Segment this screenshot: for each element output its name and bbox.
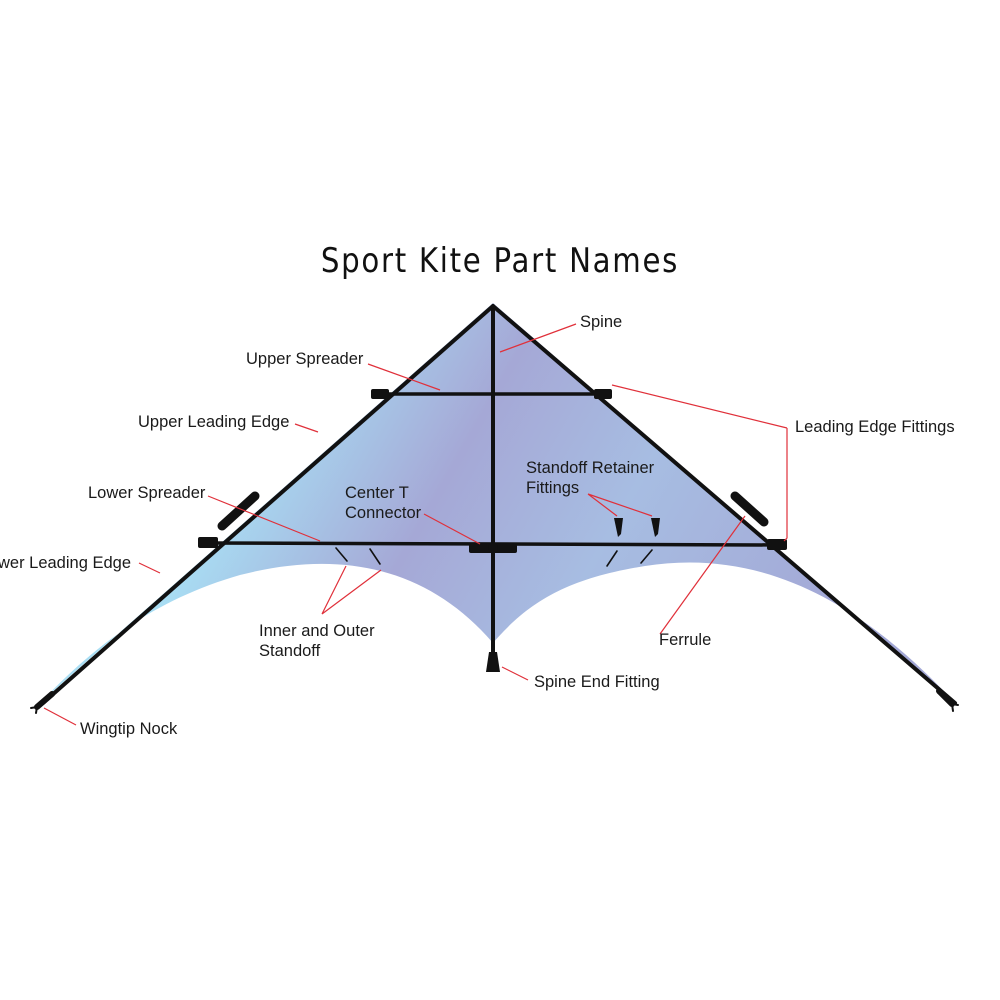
wingtip-nock-left: [34, 691, 55, 710]
leader-leading-edge-fittings: [611, 384, 788, 542]
left-leading-edge: [41, 304, 495, 705]
leader-standoff-retainer: [587, 493, 653, 517]
label-center-t-line-2: Connector: [345, 504, 422, 522]
center-t-hub: [488, 543, 498, 553]
inner-standoff-right: [606, 550, 618, 567]
label-spine-end-fitting: Spine End Fitting: [534, 673, 660, 691]
label-center-t-line-1: Center T: [345, 484, 409, 502]
kite-sail: [43, 303, 955, 703]
leading-edge-fitting-upper-left: [371, 389, 389, 399]
label-inner-outer-standoff: Inner and Outer Standoff: [259, 622, 379, 660]
inner-standoff-left: [335, 547, 348, 562]
label-standoff-retainer-line-1: Standoff Retainer: [526, 459, 655, 477]
label-upper-spreader: Upper Spreader: [246, 350, 364, 368]
label-upper-leading-edge: Upper Leading Edge: [138, 413, 289, 431]
label-ferrule: Ferrule: [659, 631, 711, 649]
leading-edge-fitting-lower-left: [198, 537, 218, 548]
leader-lower-spreader: [207, 495, 321, 542]
outer-standoff-left: [369, 548, 381, 565]
wingtip-nock-left-tip: [30, 706, 38, 714]
outer-standoff-right: [640, 549, 653, 564]
label-leading-edge-fittings: Leading Edge Fittings: [795, 418, 955, 436]
leader-lines: [43, 323, 788, 726]
wingtip-nock-right: [936, 688, 955, 707]
leader-spine: [499, 323, 577, 353]
label-lower-leading-edge: Lower Leading Edge: [0, 554, 131, 572]
label-standoff-line-1: Inner and Outer: [259, 622, 375, 640]
leading-edge-fitting-lower-right: [767, 539, 787, 550]
label-center-t-connector: Center T Connector: [345, 484, 422, 522]
leader-ferrule: [659, 515, 746, 635]
leader-wingtip-nock: [43, 707, 77, 726]
right-leading-edge: [491, 304, 957, 705]
ferrule-right: [730, 491, 769, 527]
label-spine: Spine: [580, 313, 622, 331]
leader-standoff: [321, 565, 382, 615]
ferrule-left: [217, 491, 260, 531]
label-lower-spreader: Lower Spreader: [88, 484, 206, 502]
standoff-retainer-fitting-left: [614, 518, 623, 537]
spine-end-fitting: [486, 652, 500, 672]
leader-lower-leading-edge: [138, 562, 161, 574]
leading-edge-fitting-upper-right: [594, 389, 612, 399]
diagram-title: Sport Kite Part Names: [321, 242, 679, 281]
label-wingtip-nock: Wingtip Nock: [80, 720, 178, 738]
label-standoff-line-2: Standoff: [259, 642, 321, 660]
label-standoff-retainer-line-2: Fittings: [526, 479, 579, 497]
standoff-retainer-fitting-right: [651, 518, 660, 537]
leader-upper-leading-edge: [294, 423, 319, 433]
leader-upper-spreader: [367, 363, 441, 391]
leader-center-t: [423, 513, 481, 545]
label-standoff-retainer-fittings: Standoff Retainer Fittings: [526, 459, 659, 497]
wingtip-nock-right-tip: [951, 703, 959, 712]
leader-spine-end-fitting: [501, 666, 529, 681]
